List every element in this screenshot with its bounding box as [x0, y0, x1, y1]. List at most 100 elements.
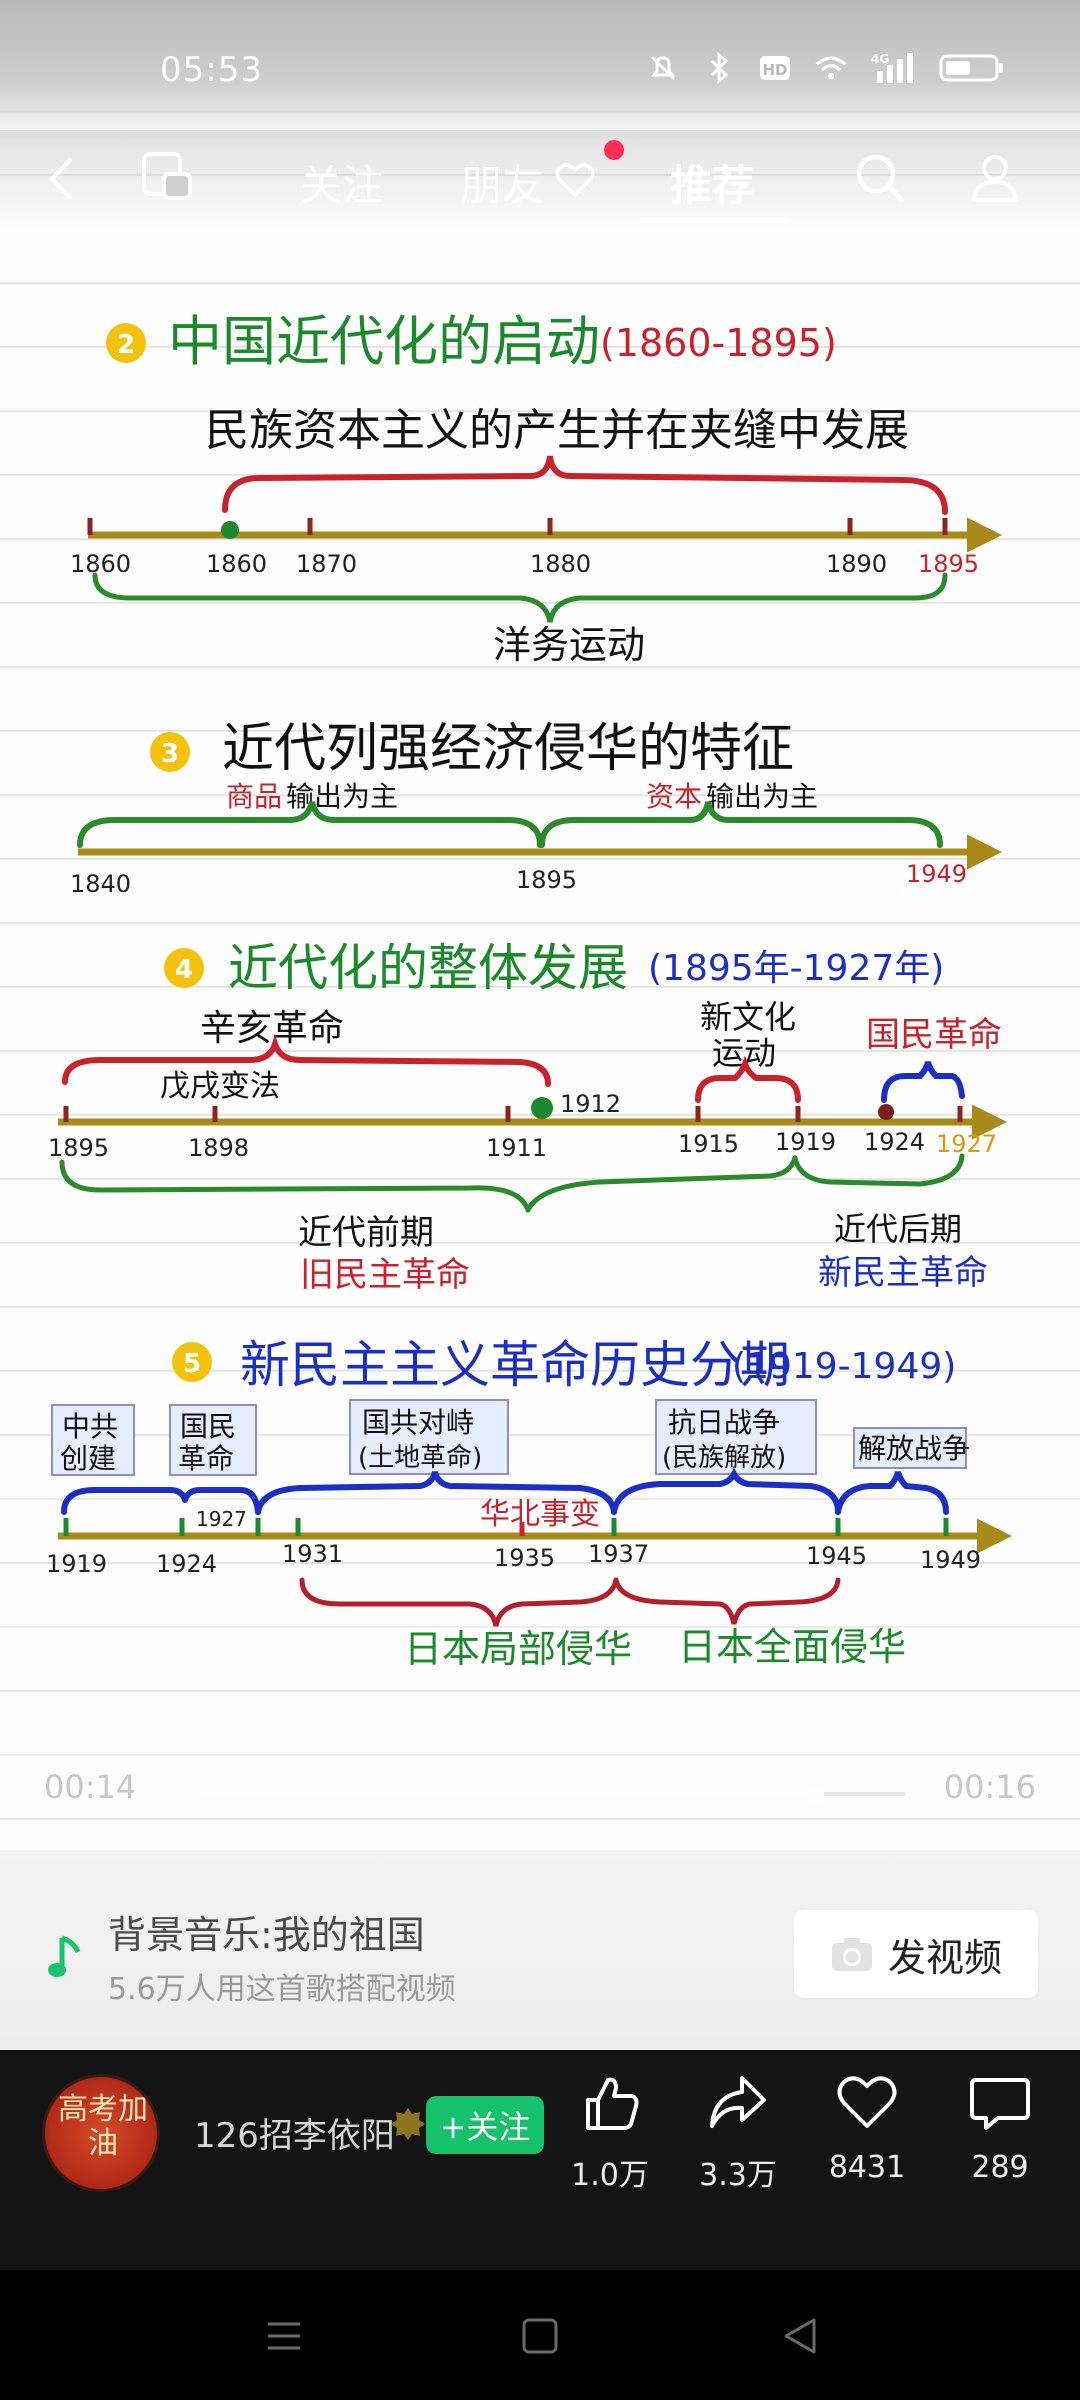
s3-tick-1895: 1895: [516, 866, 577, 894]
battery-icon: [939, 50, 1005, 86]
section-4-guomin: 国民革命: [866, 1015, 1002, 1055]
camera-icon: [831, 1938, 872, 1971]
s5-japan-partial: 日本局部侵华: [404, 1627, 632, 1671]
section-3-left-brace: [77, 801, 543, 848]
current-time: 00:14: [44, 1768, 137, 1806]
section-5-range: (1919-1949): [732, 1346, 956, 1387]
home-icon[interactable]: [518, 2314, 562, 2358]
section-4-early-red: 旧民主革命: [300, 1255, 470, 1295]
s5-box2-a: 国民: [180, 1410, 236, 1443]
share-count: 3.3万: [699, 2158, 777, 2193]
system-nav-bar: [0, 2270, 1080, 2400]
tab-friends[interactable]: 朋友: [460, 161, 545, 210]
mini-window-icon[interactable]: [140, 148, 194, 202]
comment-count: 289: [971, 2150, 1029, 2185]
back-icon[interactable]: [42, 154, 82, 204]
music-bar[interactable]: 背景音乐:我的祖国 5.6万人用这首歌搭配视频 发视频: [0, 1850, 1080, 2050]
section-5-ticks: [63, 1518, 949, 1536]
comment-icon: [970, 2078, 1030, 2130]
tab-recommend[interactable]: 推荐: [670, 161, 755, 210]
back-triangle-icon[interactable]: [778, 2314, 822, 2358]
wifi-icon: [813, 50, 849, 86]
s5-tick-1949: 1949: [920, 1546, 981, 1574]
s5-tick-1924: 1924: [156, 1550, 217, 1578]
section-4-xinhai: 辛亥革命: [200, 1008, 344, 1049]
section-4-wuxu: 戊戌变法: [160, 1069, 280, 1104]
avatar[interactable]: 高考加油: [42, 2074, 160, 2192]
progress-handle[interactable]: [808, 1786, 825, 1802]
section-3-right-brace: [539, 801, 943, 848]
s2-tick-1860b: 1860: [206, 550, 267, 578]
s5-tick-1927: 1927: [196, 1507, 247, 1531]
tab-follow[interactable]: 关注: [300, 161, 385, 210]
verified-badge-icon: [391, 2108, 425, 2140]
section-2-ticks: [87, 518, 948, 535]
author-action-bar: 高考加油 126招李依阳 +关注 1.0万 3.3万 8431 289: [0, 2050, 1080, 2270]
music-usage: 5.6万人用这首歌搭配视频: [108, 1972, 456, 2007]
s2-tick-1895: 1895: [918, 550, 979, 578]
section-4-late-brace: [792, 1153, 965, 1187]
s5-box4-a: 抗日战争: [668, 1406, 780, 1439]
favorite-button[interactable]: 8431: [812, 2070, 922, 2185]
music-title[interactable]: 背景音乐:我的祖国: [108, 1913, 425, 1957]
s2-tick-1860a: 1860: [70, 550, 131, 578]
section-2-subtitle: 民族资本主义的产生并在夹缝中发展: [205, 405, 909, 456]
s5-brace-2: [182, 1487, 261, 1515]
section-4-late: 近代后期: [834, 1210, 962, 1248]
progress-track[interactable]: [195, 1786, 905, 1802]
section-4-range: (1895年-1927年): [648, 948, 944, 989]
s4-tick-1915: 1915: [678, 1130, 739, 1158]
video-progress: 00:14 00:16: [0, 1740, 1080, 1850]
s5-brace-4: [611, 1467, 841, 1515]
s5-full-brace: [613, 1577, 841, 1625]
section-4-late-blue: 新民主革命: [818, 1253, 988, 1293]
comment-button[interactable]: 289: [945, 2070, 1055, 2185]
section-4-early-brace-2: [525, 1155, 798, 1213]
s5-partial-brace: [299, 1577, 619, 1627]
s5-tick-1931: 1931: [282, 1540, 343, 1568]
post-video-button[interactable]: 发视频: [794, 1910, 1038, 1998]
s5-box2-b: 革命: [178, 1442, 234, 1475]
section-5-number: 5: [183, 1349, 201, 1379]
profile-icon[interactable]: [968, 150, 1022, 204]
share-icon: [710, 2076, 766, 2128]
s5-japan-full: 日本全面侵华: [678, 1625, 906, 1669]
s3-tick-1840: 1840: [70, 870, 131, 898]
s5-box3-a: 国共对峙: [362, 1406, 474, 1439]
section-4-badge-icon: [164, 948, 204, 988]
menu-icon[interactable]: [262, 2314, 306, 2358]
like-button[interactable]: 1.0万: [555, 2070, 665, 2194]
section-3-right-red: 资本: [646, 780, 702, 813]
s5-huabei: 华北事变: [480, 1497, 600, 1532]
favorite-count: 8431: [828, 2150, 906, 2185]
s5-brace-3: [255, 1471, 617, 1515]
follow-button[interactable]: +关注: [426, 2096, 544, 2154]
timeline-notes: 2 中国近代化的启动 (1860-1895) 民族资本主义的产生并在夹缝中发展 …: [46, 310, 1012, 1671]
active-tab-indicator: [640, 218, 790, 223]
section-3-number: 3: [161, 739, 179, 769]
s5-tick-1937: 1937: [588, 1540, 649, 1568]
s4-tick-1895: 1895: [48, 1134, 109, 1162]
share-button[interactable]: 3.3万: [683, 2070, 793, 2194]
s4-tick-1927: 1927: [936, 1130, 997, 1158]
section-3-left-black: 输出为主: [286, 780, 398, 813]
network-label: 4G: [871, 52, 889, 66]
section-2-yangwu: 洋务运动: [493, 623, 645, 667]
s5-tick-1935: 1935: [494, 1544, 555, 1572]
search-icon[interactable]: [852, 150, 906, 204]
video-frame[interactable]: 2 中国近代化的启动 (1860-1895) 民族资本主义的产生并在夹缝中发展 …: [0, 0, 1080, 1900]
s5-box4-b: (民族解放): [662, 1443, 786, 1473]
s4-tick-1919: 1919: [775, 1128, 836, 1156]
hd-icon: HD: [757, 50, 793, 86]
section-4-guomin-brace: [881, 1061, 965, 1103]
section-5-boxes: [51, 1399, 967, 1476]
s5-tick-1919: 1919: [46, 1550, 107, 1578]
section-4-title: 近代化的整体发展: [228, 939, 628, 997]
like-count: 1.0万: [571, 2158, 649, 2193]
section-4-ticks: [63, 1106, 963, 1122]
author-name[interactable]: 126招李依阳: [194, 2116, 395, 2156]
progress-fill: [195, 1792, 817, 1796]
section-5-badge-icon: [172, 1342, 212, 1382]
post-video-label: 发视频: [887, 1935, 1002, 1980]
s4-tick-1911: 1911: [486, 1134, 547, 1162]
